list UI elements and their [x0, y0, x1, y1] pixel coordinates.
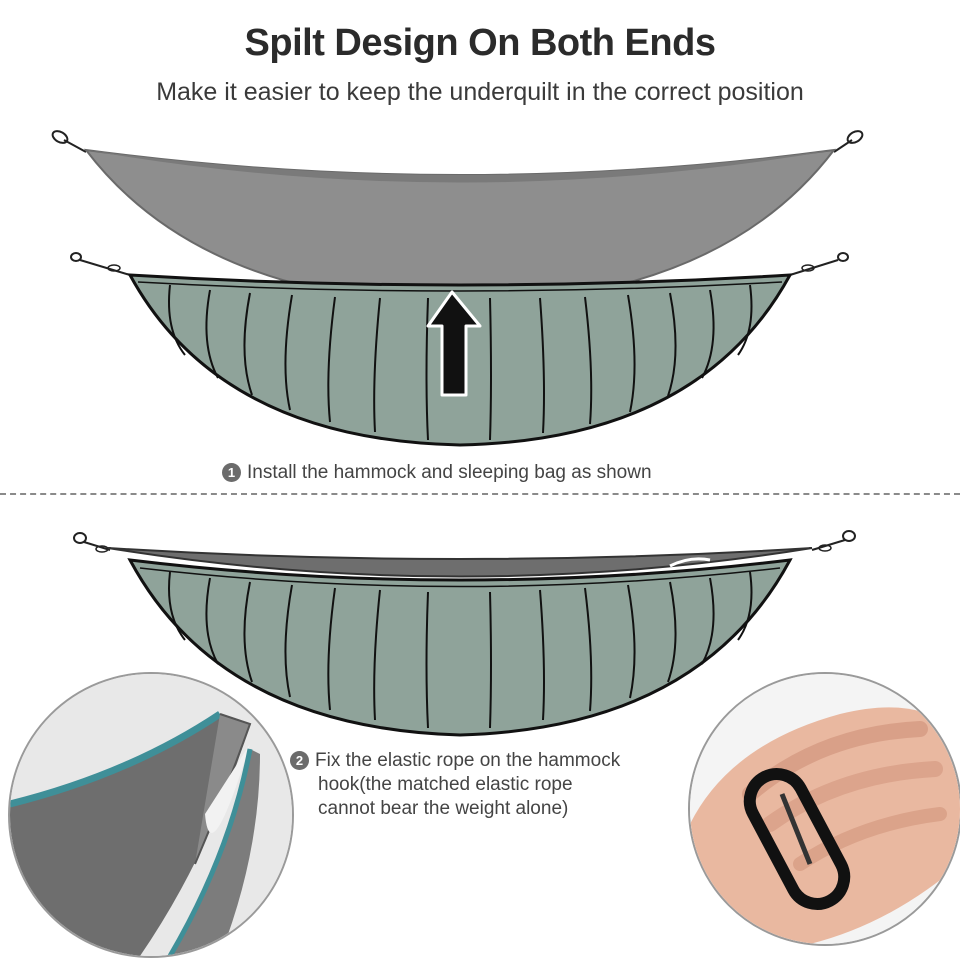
hammock-combined — [73, 530, 856, 737]
step-2-line-3: cannot bear the weight alone) — [318, 798, 569, 819]
carabiner-detail-image — [688, 672, 960, 946]
step-1-text: Install the hammock and sleeping bag as … — [247, 462, 652, 483]
step-2-caption: 2 Fix the elastic rope on the hammock hoo… — [290, 749, 690, 821]
split-end-detail-image — [8, 672, 294, 958]
page-title: Spilt Design On Both Ends — [244, 22, 716, 64]
step-2-line-2: hook(the matched elastic rope — [318, 774, 573, 795]
arrow-up-icon — [426, 290, 482, 397]
step-2-number-badge: 2 — [290, 751, 309, 770]
hammock-top — [51, 130, 864, 307]
step-2-line-1: Fix the elastic rope on the hammock — [315, 750, 621, 771]
fabric-split-icon — [10, 674, 292, 956]
step-1-caption: 1 Install the hammock and sleeping bag as… — [222, 461, 652, 485]
page-subtitle: Make it easier to keep the underquilt in… — [156, 78, 804, 106]
dashed-divider — [0, 493, 960, 495]
step-1-number-badge: 1 — [222, 463, 241, 482]
carabiner-icon — [690, 674, 960, 944]
